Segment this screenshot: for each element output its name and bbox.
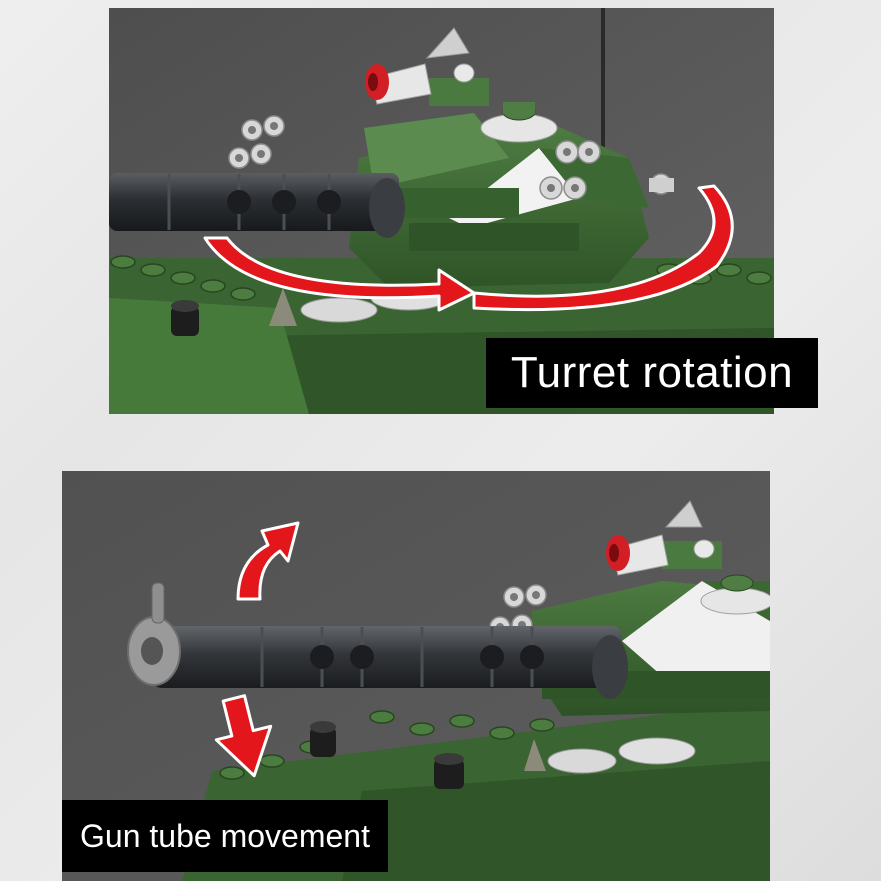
smoke-launchers-left	[228, 115, 285, 169]
rotation-arrow	[203, 184, 734, 312]
antenna	[601, 8, 605, 148]
up-arrow	[236, 521, 300, 601]
gun-barrel	[152, 626, 622, 688]
turret-rotation-caption: Turret rotation	[486, 338, 818, 408]
gun-barrel	[109, 173, 399, 231]
gun-tube-movement-caption: Gun tube movement	[62, 800, 388, 872]
down-arrow	[214, 694, 273, 778]
